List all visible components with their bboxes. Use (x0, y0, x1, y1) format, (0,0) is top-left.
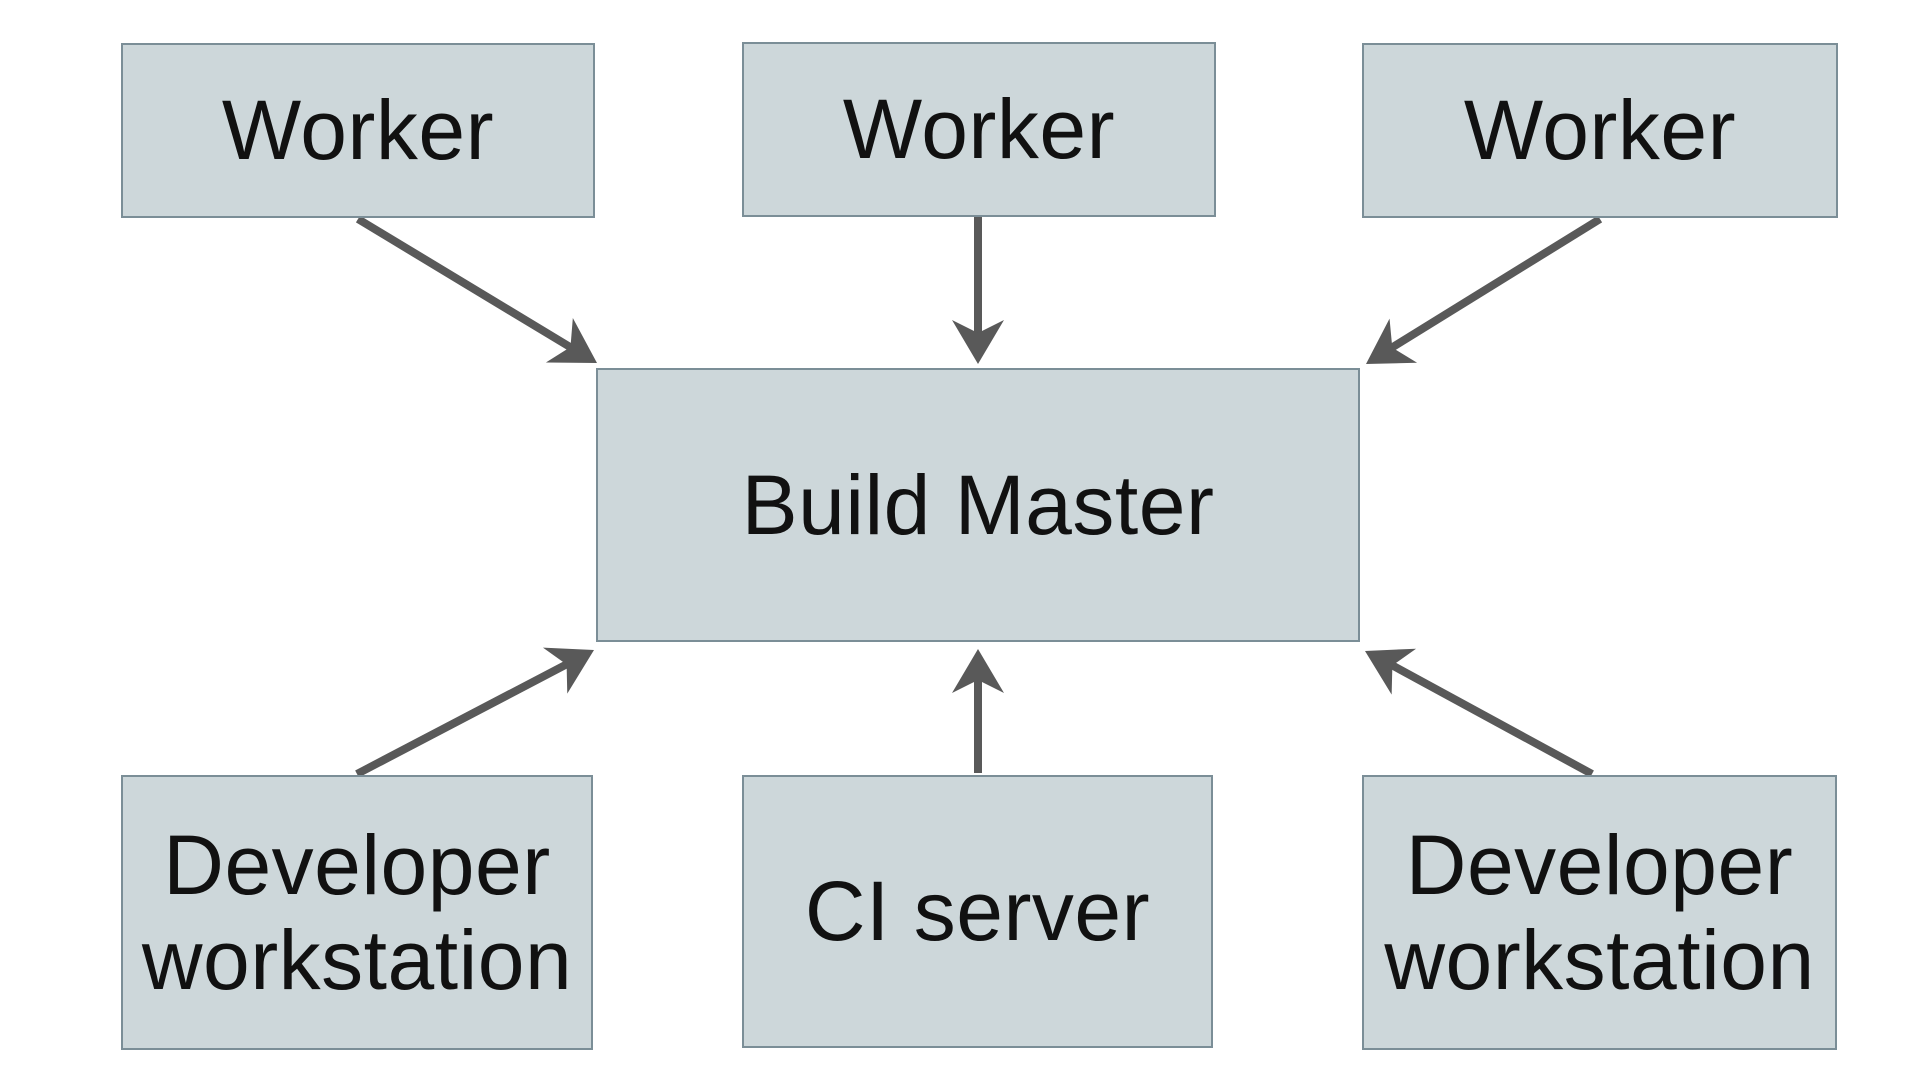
node-developer-workstation-1-label: Developer workstation (141, 818, 573, 1007)
node-worker-3: Worker (1362, 43, 1838, 218)
node-worker-1: Worker (121, 43, 595, 218)
arrow-worker-2-to-build-master (952, 217, 1004, 364)
arrow-worker-3-to-build-master (1366, 215, 1603, 364)
node-ci-server: CI server (742, 775, 1213, 1048)
arrow-ci-server-to-build-master (952, 649, 1004, 773)
node-worker-2: Worker (742, 42, 1216, 217)
node-ci-server-label: CI server (804, 864, 1151, 959)
node-worker-3-label: Worker (1463, 83, 1737, 178)
node-developer-workstation-1: Developer workstation (121, 775, 593, 1050)
node-build-master-label: Build Master (741, 457, 1215, 552)
node-developer-workstation-2: Developer workstation (1362, 775, 1837, 1050)
node-worker-2-label: Worker (842, 82, 1116, 177)
arrow-developer-workstation-2-to-build-master (1365, 648, 1594, 778)
node-developer-workstation-2-label: Developer workstation (1384, 818, 1815, 1007)
node-worker-1-label: Worker (221, 83, 495, 178)
node-build-master: Build Master (596, 368, 1360, 642)
arrow-worker-1-to-build-master (355, 215, 597, 363)
arrow-developer-workstation-1-to-build-master (355, 647, 594, 778)
